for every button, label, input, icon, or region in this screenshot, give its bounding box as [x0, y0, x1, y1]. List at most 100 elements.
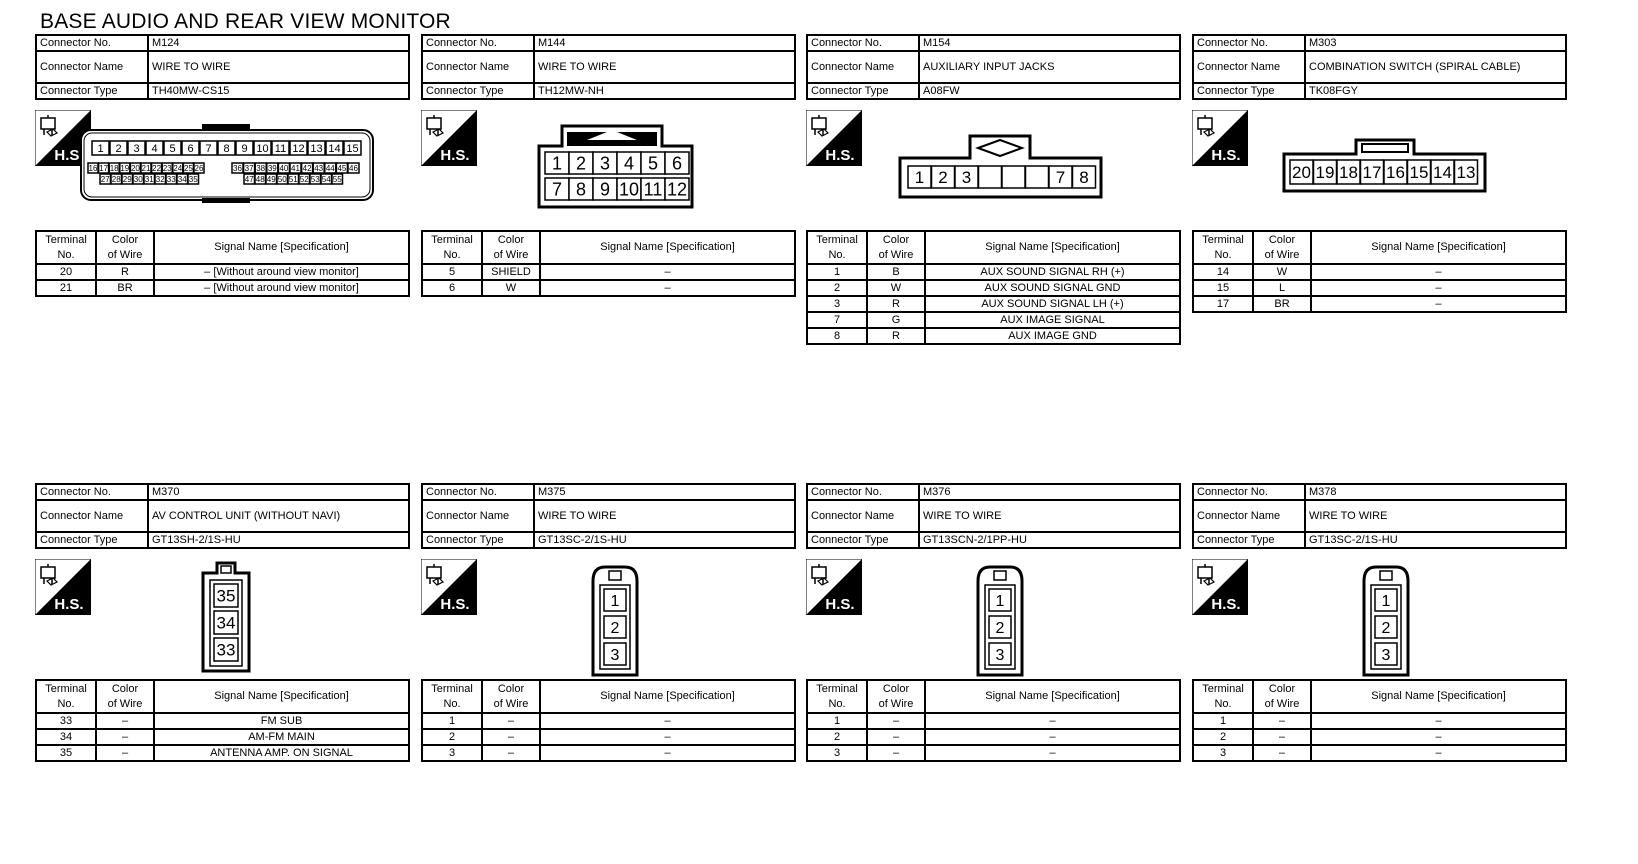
- connector-no-value: M375: [533, 483, 796, 501]
- terminal-no: 3: [806, 295, 868, 313]
- connector-no-value: M124: [147, 34, 410, 52]
- connector-type-value: TH12MW-NH: [533, 82, 796, 100]
- table-row: 1––: [1192, 712, 1567, 730]
- connector-name-value: WIRE TO WIRE: [147, 50, 410, 84]
- pin-42: 42: [303, 164, 312, 173]
- pin-37: 37: [245, 164, 254, 173]
- pin-11: 11: [275, 143, 286, 155]
- signal-name: –: [539, 744, 796, 762]
- connector-name-label: Connector Name: [806, 50, 920, 84]
- table-row: 2––: [1192, 728, 1567, 746]
- color-header-line1: Color: [111, 682, 139, 695]
- pin-1: 1: [915, 168, 924, 187]
- pin-5: 5: [648, 153, 658, 173]
- connector-no-label: Connector No.: [806, 483, 920, 501]
- table-row: 2––: [806, 728, 1181, 746]
- pin-11: 11: [644, 179, 663, 199]
- pin-2: 2: [1382, 620, 1391, 637]
- terminal-header-line1: Terminal: [45, 682, 87, 695]
- harness-side-icon: H.S.: [421, 110, 477, 166]
- pin-7: 7: [552, 179, 562, 199]
- color-header-line2: of Wire: [1264, 248, 1300, 261]
- signal-name: AM-FM MAIN: [153, 728, 410, 746]
- pin-2: 2: [576, 153, 586, 173]
- wire-color: W: [866, 279, 926, 297]
- pin-45: 45: [337, 164, 346, 173]
- pin-12: 12: [667, 179, 687, 199]
- pin-8: 8: [1079, 168, 1088, 187]
- hs-label: H.S.: [440, 147, 469, 164]
- table-row: 1––: [421, 712, 796, 730]
- connector-name-value: WIRE TO WIRE: [918, 499, 1181, 533]
- wire-color: L: [1252, 279, 1312, 297]
- connector-type-label: Connector Type: [35, 531, 149, 549]
- wire-color: –: [866, 728, 926, 746]
- pin-10: 10: [619, 179, 639, 199]
- wire-color: –: [481, 712, 541, 730]
- pin-55: 55: [333, 175, 342, 184]
- pin-34: 34: [178, 175, 187, 184]
- pin-17: 17: [1363, 163, 1382, 182]
- signal-name: AUX SOUND SIGNAL LH (+): [924, 295, 1181, 313]
- pin-15: 15: [346, 143, 358, 155]
- color-header-line1: Color: [882, 682, 910, 695]
- signal-name: –: [1310, 712, 1567, 730]
- pin-1: 1: [1382, 593, 1391, 610]
- harness-side-icon: H.S.: [806, 559, 862, 615]
- pin-10: 10: [256, 143, 268, 155]
- table-row: 35–ANTENNA AMP. ON SIGNAL: [35, 744, 410, 762]
- wire-color: –: [481, 744, 541, 762]
- pin-34: 34: [217, 614, 236, 633]
- connector-type-value: A08FW: [918, 82, 1181, 100]
- signal-name: – [Without around view monitor]: [153, 279, 410, 297]
- pin-47: 47: [245, 175, 254, 184]
- table-row: 1––: [806, 712, 1181, 730]
- hs-label: H.S.: [825, 596, 854, 613]
- hs-label: H.S.: [54, 147, 83, 164]
- color-header-line1: Color: [497, 233, 525, 246]
- connector-type-value: GT13SC-2/1S-HU: [1304, 531, 1567, 549]
- color-header-line1: Color: [111, 233, 139, 246]
- connector-no-label: Connector No.: [35, 34, 149, 52]
- signal-header: Signal Name [Specification]: [1310, 679, 1567, 714]
- connector-diagram: 123: [976, 565, 1024, 677]
- terminal-no: 1: [806, 263, 868, 281]
- signal-name: AUX IMAGE GND: [924, 327, 1181, 345]
- pin-39: 39: [268, 164, 277, 173]
- pin-24: 24: [173, 164, 182, 173]
- pin-53: 53: [311, 175, 320, 184]
- connector-no-value: M154: [918, 34, 1181, 52]
- terminal-no: 7: [806, 311, 868, 329]
- pin-19: 19: [1316, 163, 1335, 182]
- pin-31: 31: [145, 175, 154, 184]
- wire-color: –: [95, 712, 155, 730]
- signal-header: Signal Name [Specification]: [153, 230, 410, 265]
- wire-color: –: [1252, 744, 1312, 762]
- terminal-no: 3: [806, 744, 868, 762]
- signal-name: –: [1310, 728, 1567, 746]
- connector-no-value: M370: [147, 483, 410, 501]
- wire-color: R: [866, 327, 926, 345]
- hs-label: H.S.: [1211, 596, 1240, 613]
- pin-13: 13: [1457, 163, 1476, 182]
- connector-name-value: WIRE TO WIRE: [533, 50, 796, 84]
